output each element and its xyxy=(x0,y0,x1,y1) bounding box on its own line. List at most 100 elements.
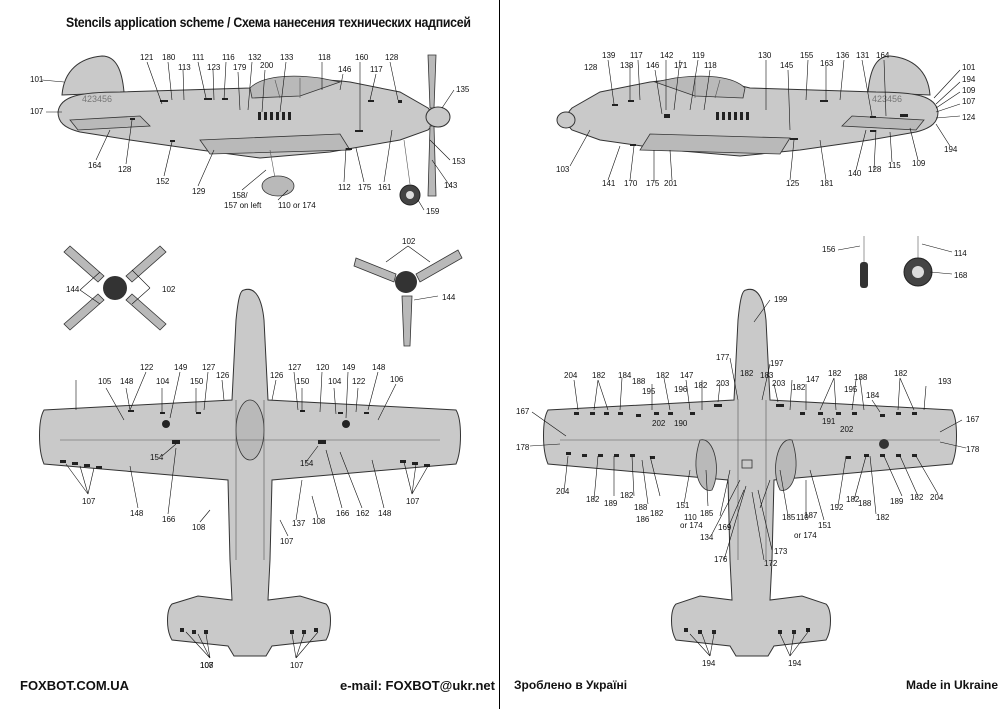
lbl-b-182d: 182 xyxy=(894,369,908,378)
lbl-r-128b: 128 xyxy=(868,165,882,174)
lbl-r-201: 201 xyxy=(664,179,678,188)
lbl-b-189: 189 xyxy=(604,499,618,508)
lbl-l-161: 161 xyxy=(378,183,392,192)
footer-made-en: Made in Ukraine xyxy=(906,678,999,692)
lbl-b-188: 188 xyxy=(632,377,646,386)
lbl-b-178b: 178 xyxy=(966,445,980,454)
lbl-r-124: 124 xyxy=(962,113,976,122)
lbl-l-146: 146 xyxy=(338,65,352,74)
lbl-t-166b: 166 xyxy=(336,509,350,518)
lbl-l-159: 159 xyxy=(426,207,440,216)
lbl-b-or174: or 174 xyxy=(680,521,703,530)
lbl-l-129: 129 xyxy=(192,187,206,196)
lbl-l-111: 111 xyxy=(192,53,205,62)
lbl-t-148: 148 xyxy=(372,363,386,372)
lbl-b-202: 202 xyxy=(652,419,666,428)
lbl-b-167b: 167 xyxy=(966,415,980,424)
lbl-t-126: 126 xyxy=(216,371,230,380)
lbl-r-142: 142 xyxy=(660,51,674,60)
lbl-r-115: 115 xyxy=(888,161,901,170)
lbl-t-149b: 149 xyxy=(342,363,356,372)
lbl-r-136: 136 xyxy=(836,51,850,60)
lbl-t-154b: 154 xyxy=(300,459,314,468)
lbl-b-188b: 188 xyxy=(854,373,868,382)
lbl-b-203: 203 xyxy=(716,379,730,388)
lbl-t-150: 150 xyxy=(190,377,204,386)
lbl-b-189b: 189 xyxy=(890,497,904,506)
lbl-l-110: 110 or 174 xyxy=(278,201,316,210)
lbl-b-192: 192 xyxy=(830,503,844,512)
lbl-l-158: 158/ xyxy=(232,191,248,200)
lbl-r-109: 109 xyxy=(962,86,976,95)
lbl-t-148d: 148 xyxy=(378,509,392,518)
lbl-l-116: 116 xyxy=(222,53,235,62)
lbl-l-153: 153 xyxy=(452,157,466,166)
lbl-b-185: 185 xyxy=(700,509,714,518)
lbl-prop-r-102: 102 xyxy=(402,237,416,246)
lbl-prop-r-144: 144 xyxy=(442,293,456,302)
lbl-l-118: 118 xyxy=(318,53,331,62)
lbl-r-138: 138 xyxy=(620,61,634,70)
lbl-b-204b: 204 xyxy=(556,487,570,496)
lbl-b-204: 204 xyxy=(564,371,578,380)
lbl-r-155: 155 xyxy=(800,51,814,60)
lbl-b-or174b: or 174 xyxy=(794,531,817,540)
lbl-b-204c: 204 xyxy=(930,493,944,502)
lbl-r-128: 128 xyxy=(584,63,598,72)
right-side-profile: 423456 139 117 142 119 130 155 136 164 1… xyxy=(556,51,976,188)
lbl-r-118: 118 xyxy=(704,61,717,70)
lbl-t-108b: 108 xyxy=(312,517,326,526)
wheel-details: 156 114 168 xyxy=(822,236,968,288)
lbl-t-127: 127 xyxy=(202,363,216,372)
lbl-t-107e: 107 xyxy=(200,661,214,670)
lbl-prop-l-144: 144 xyxy=(66,285,80,294)
lbl-b-110: 110 xyxy=(684,513,697,522)
top-view: 122 149 127 126 126 127 120 149 148 105 … xyxy=(39,288,461,670)
right-serial: 423456 xyxy=(872,94,902,104)
lbl-b-194: 194 xyxy=(702,659,716,668)
footer-made-ua: Зроблено в Україні xyxy=(514,678,628,692)
lbl-t-104b: 104 xyxy=(328,377,342,386)
page-title: Stencils application scheme / Схема нане… xyxy=(66,14,471,30)
lbl-b-182i: 182 xyxy=(620,491,634,500)
lbl-l-152: 152 xyxy=(156,177,170,186)
lbl-b-182g: 182 xyxy=(740,369,754,378)
lbl-b-176: 176 xyxy=(714,555,728,564)
lbl-b-182c: 182 xyxy=(828,369,842,378)
lbl-t-126b: 126 xyxy=(270,371,284,380)
lbl-l-180: 180 xyxy=(162,53,176,62)
lbl-t-122: 122 xyxy=(140,363,154,372)
lbl-r-170: 170 xyxy=(624,179,638,188)
lbl-b-195b: 195 xyxy=(844,385,858,394)
propeller-left: 144 102 xyxy=(63,245,176,331)
lbl-r-141: 141 xyxy=(602,179,616,188)
lbl-r-181: 181 xyxy=(820,179,834,188)
lbl-t-105: 105 xyxy=(98,377,112,386)
lbl-l-164: 164 xyxy=(88,161,102,170)
lbl-r-145: 145 xyxy=(780,61,794,70)
lbl-l-175: 175 xyxy=(358,183,372,192)
lbl-t-106: 106 xyxy=(390,375,404,384)
bottom-view: 199 177 197 204 182 184 183 147 182 188 … xyxy=(516,288,980,668)
left-serial: 423456 xyxy=(82,94,112,104)
lbl-b-151: 151 xyxy=(676,501,690,510)
lbl-b-186: 186 xyxy=(636,515,650,524)
lbl-b-182f: 182 xyxy=(792,383,806,392)
lbl-b-182e: 182 xyxy=(694,381,708,390)
lbl-b-151b: 151 xyxy=(818,521,832,530)
lbl-l-132: 132 xyxy=(248,53,262,62)
lbl-l-101: 101 xyxy=(30,75,44,84)
lbl-b-203b: 203 xyxy=(772,379,786,388)
lbl-b-182k: 182 xyxy=(846,495,860,504)
lbl-b-190: 190 xyxy=(674,419,688,428)
lbl-b-188d: 188 xyxy=(858,499,872,508)
lbl-b-147: 147 xyxy=(680,371,694,380)
lbl-r-119: 119 xyxy=(692,51,705,60)
lbl-t-150b: 150 xyxy=(296,377,310,386)
footer-site: FOXBOT.COM.UA xyxy=(20,678,130,693)
lbl-l-128: 128 xyxy=(385,53,399,62)
lbl-r-194b: 194 xyxy=(944,145,958,154)
lbl-b-184: 184 xyxy=(618,371,632,380)
lbl-r-146: 146 xyxy=(646,61,660,70)
